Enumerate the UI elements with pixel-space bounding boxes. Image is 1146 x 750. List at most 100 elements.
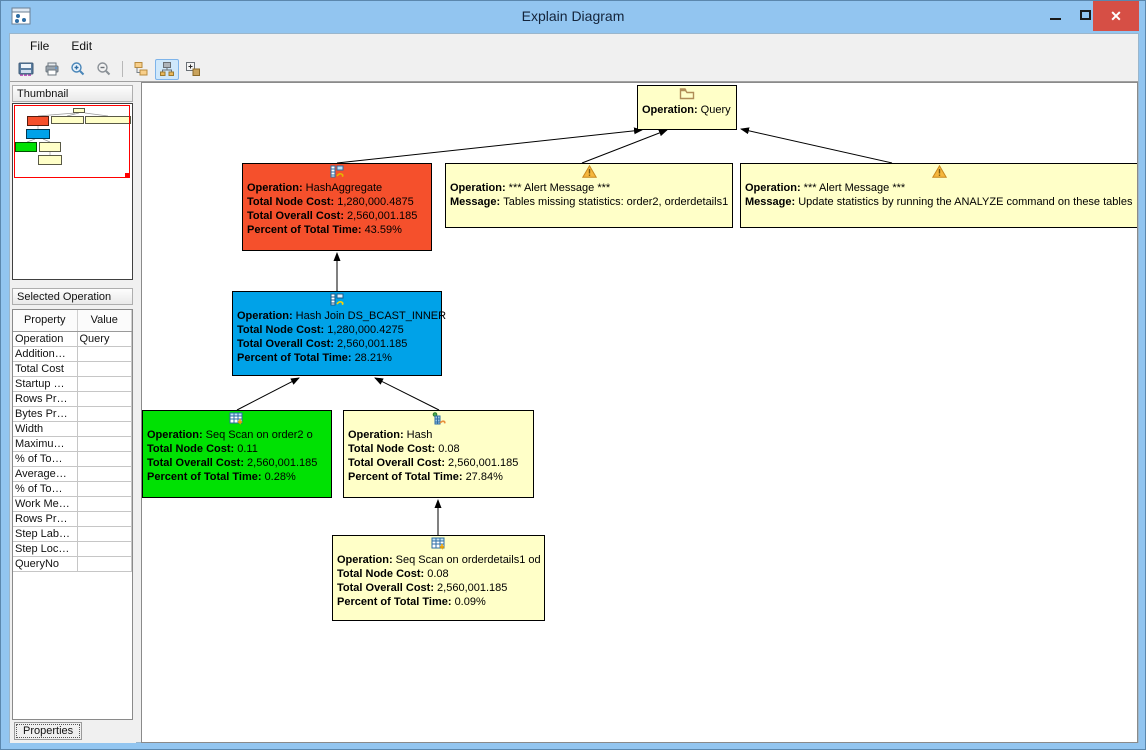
property-row[interactable]: Width <box>13 421 132 437</box>
node-alert-message-1[interactable]: Operation: *** Alert Message ***Message:… <box>445 163 733 228</box>
titlebar[interactable]: Explain Diagram ✕ <box>1 1 1145 33</box>
property-row[interactable]: Bytes Pr… <box>13 406 132 422</box>
property-cell[interactable]: Operation <box>13 331 78 347</box>
node-field: Percent of Total Time: 43.59% <box>247 224 402 236</box>
property-cell[interactable]: Bytes Pr… <box>13 406 78 422</box>
property-cell[interactable] <box>77 556 132 572</box>
property-cell[interactable] <box>77 361 132 377</box>
property-cell[interactable] <box>77 436 132 452</box>
node-field: Operation: Query <box>642 104 731 116</box>
property-cell[interactable]: Step Lab… <box>13 526 78 542</box>
property-cell[interactable]: % of To… <box>13 451 78 467</box>
thumbnail-panel-header: Thumbnail <box>12 85 133 102</box>
properties-tab[interactable]: Properties <box>14 722 83 740</box>
node-field: Total Overall Cost: 2,560,001.185 <box>348 457 519 469</box>
property-row[interactable]: Step Lab… <box>13 526 132 542</box>
node-fields: Operation: Query <box>642 103 732 117</box>
thumbnail-node-alert-1 <box>51 116 84 124</box>
warning-icon <box>745 164 1133 181</box>
menu-file[interactable]: File <box>30 38 50 53</box>
property-cell[interactable]: Average… <box>13 466 78 482</box>
tree-view-icon[interactable] <box>129 59 153 80</box>
thumbnail-minimap[interactable] <box>12 103 133 280</box>
maximize-icon <box>1079 10 1091 20</box>
node-field: Operation: Hash Join DS_BCAST_INNER <box>237 310 447 322</box>
print-icon[interactable] <box>40 59 64 80</box>
property-cell[interactable] <box>77 451 132 467</box>
property-row[interactable]: Maximu… <box>13 436 132 452</box>
property-row[interactable]: Average… <box>13 466 132 482</box>
node-field: Total Node Cost: 1,280,000.4875 <box>247 196 414 208</box>
thumbnail-node-seq-scan-order2 <box>15 142 37 152</box>
property-cell[interactable]: Maximu… <box>13 436 78 452</box>
node-hash-join[interactable]: Operation: Hash Join DS_BCAST_INNER Total… <box>232 291 447 376</box>
property-cell[interactable] <box>77 496 132 512</box>
property-cell[interactable] <box>77 541 132 557</box>
thumbnail-viewport[interactable] <box>14 105 130 178</box>
node-seq-scan-orderdetails1[interactable]: Operation: Seq Scan on orderdetails1 od T… <box>332 535 545 621</box>
property-row[interactable]: Work Me… <box>13 496 132 512</box>
property-cell[interactable]: Step Loc… <box>13 541 78 557</box>
node-field: Total Node Cost: 0.08 <box>337 568 449 580</box>
property-cell[interactable]: Width <box>13 421 78 437</box>
zoom-out-icon[interactable] <box>92 59 116 80</box>
menubar: File Edit <box>10 34 1138 57</box>
property-cell[interactable] <box>77 391 132 407</box>
property-cell[interactable] <box>77 511 132 527</box>
expand-nodes-icon[interactable] <box>181 59 205 80</box>
menu-edit[interactable]: Edit <box>71 38 93 53</box>
property-row[interactable]: Startup … <box>13 376 132 392</box>
property-cell[interactable] <box>77 376 132 392</box>
thumbnail-node-query <box>73 108 85 113</box>
property-row[interactable]: Total Cost <box>13 361 132 377</box>
close-icon: ✕ <box>1110 7 1122 24</box>
property-cell[interactable]: Addition… <box>13 346 78 362</box>
property-cell[interactable]: Total Cost <box>13 361 78 377</box>
left-panel: Thumbnail <box>10 82 136 743</box>
minimize-button[interactable] <box>1041 1 1069 29</box>
maximize-button[interactable] <box>1071 1 1099 29</box>
viewport-resize-handle[interactable] <box>125 173 130 178</box>
node-alert-message-2[interactable]: Operation: *** Alert Message ***Message:… <box>740 163 1137 228</box>
node-query[interactable]: Operation: Query <box>637 85 737 130</box>
property-row[interactable]: Addition… <box>13 346 132 362</box>
property-cell[interactable] <box>77 406 132 422</box>
property-row[interactable]: Rows Pr… <box>13 511 132 527</box>
left-panel-tabbar: Properties <box>10 720 136 743</box>
property-table-header-row: Property Value <box>13 310 132 332</box>
property-row[interactable]: % of To… <box>13 451 132 467</box>
property-row[interactable]: % of To… <box>13 481 132 497</box>
hash-icon <box>348 412 529 428</box>
diagram-canvas[interactable]: Operation: Query Operation: HashAggregat… <box>141 82 1138 743</box>
property-cell[interactable]: Rows Pr… <box>13 391 78 407</box>
property-row[interactable]: Rows Pr… <box>13 391 132 407</box>
property-cell[interactable]: QueryNo <box>13 556 78 572</box>
thumbnail-node-hash <box>39 142 61 152</box>
save-icon[interactable] <box>14 59 38 80</box>
value-column-header[interactable]: Value <box>77 310 132 332</box>
property-row[interactable]: Step Loc… <box>13 541 132 557</box>
diagram-view-icon[interactable] <box>155 58 179 80</box>
property-cell[interactable]: Rows Pr… <box>13 511 78 527</box>
property-cell[interactable] <box>77 526 132 542</box>
property-cell[interactable]: Startup … <box>13 376 78 392</box>
node-field: Operation: Seq Scan on orderdetails1 od <box>337 554 541 566</box>
node-field: Percent of Total Time: 0.28% <box>147 471 296 483</box>
property-cell[interactable]: Query <box>77 331 132 347</box>
property-cell[interactable] <box>77 421 132 437</box>
property-column-header[interactable]: Property <box>13 310 78 332</box>
close-button[interactable]: ✕ <box>1093 1 1139 31</box>
property-cell[interactable]: % of To… <box>13 481 78 497</box>
property-cell[interactable] <box>77 481 132 497</box>
node-field: Total Overall Cost: 2,560,001.185 <box>237 338 408 350</box>
property-row[interactable]: QueryNo <box>13 556 132 572</box>
property-cell[interactable]: Work Me… <box>13 496 78 512</box>
property-cell[interactable] <box>77 466 132 482</box>
property-cell[interactable] <box>77 346 132 362</box>
zoom-in-icon[interactable] <box>66 59 90 80</box>
